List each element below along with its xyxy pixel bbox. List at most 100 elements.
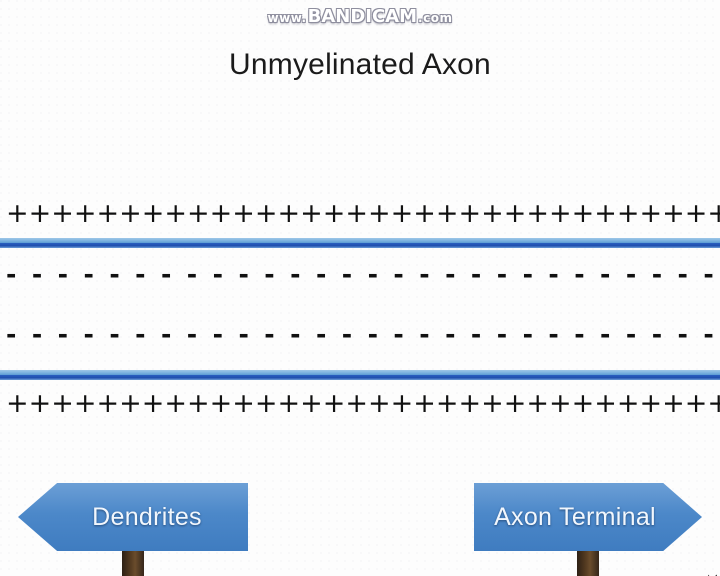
charge-symbol: - — [496, 260, 508, 289]
charge-symbol: - — [600, 320, 611, 349]
charge-symbol: + — [300, 388, 323, 419]
charge-symbol: + — [96, 198, 120, 229]
charge-symbol: - — [83, 260, 94, 289]
membrane-outer-layer — [0, 370, 720, 375]
sign-plate-wrap: Axon Terminal — [472, 481, 704, 553]
charge-symbol: + — [51, 198, 74, 229]
watermark-brand: BANDICAM — [307, 6, 418, 27]
charge-symbol: - — [238, 320, 249, 349]
membrane-inner-layer — [0, 243, 720, 248]
charge-symbol: - — [445, 320, 456, 349]
sign-axon-terminal: Axon Terminal — [472, 481, 704, 576]
charge-symbol: + — [345, 198, 368, 229]
charge-symbol: + — [526, 388, 549, 419]
charge-symbol: + — [481, 198, 504, 229]
charge-symbol: + — [209, 198, 233, 229]
charge-symbol: - — [393, 260, 404, 289]
charge-symbol: + — [232, 198, 255, 229]
charge-symbol: - — [419, 320, 430, 349]
charge-symbol: + — [481, 388, 504, 419]
charge-symbol: + — [616, 198, 640, 229]
charge-symbol: + — [594, 388, 617, 419]
charge-symbol: + — [187, 198, 210, 229]
charge-row-intracellular-negative-upper: ---------------------------- — [0, 262, 720, 287]
charge-symbol: + — [141, 198, 165, 229]
charge-symbol: + — [209, 388, 233, 419]
charge-symbol: + — [662, 198, 685, 229]
charge-symbol: + — [51, 388, 74, 419]
charge-symbol: + — [571, 388, 595, 419]
charge-symbol: + — [594, 198, 617, 229]
charge-symbol: - — [367, 260, 378, 289]
charge-symbol: + — [526, 198, 549, 229]
charge-symbol: - — [135, 260, 146, 289]
charge-symbol: + — [322, 198, 346, 229]
charge-symbol: + — [616, 388, 640, 419]
sign-plate-dendrites: Dendrites — [18, 483, 248, 551]
charge-symbol: - — [160, 260, 172, 289]
charge-symbol: + — [164, 198, 187, 229]
charge-symbol: - — [6, 260, 17, 289]
charge-symbol: + — [73, 388, 97, 419]
charge-symbol: - — [625, 320, 637, 349]
charge-symbol: + — [300, 198, 323, 229]
charge-symbol: - — [496, 320, 508, 349]
charge-symbol: - — [315, 260, 327, 289]
charge-symbol: + — [345, 388, 368, 419]
charge-symbol: + — [390, 198, 414, 229]
charge-symbol: - — [470, 260, 482, 289]
charge-symbol: + — [413, 388, 436, 419]
charge-symbol: - — [160, 320, 172, 349]
charge-symbol: + — [277, 198, 301, 229]
charge-symbol: - — [135, 320, 146, 349]
charge-symbol: - — [341, 320, 353, 349]
charge-symbol: - — [522, 320, 533, 349]
charge-symbol: + — [458, 388, 482, 419]
charge-row-extracellular-positive-bottom: +++++++++++++++++++++++++++++++++++ — [0, 390, 720, 417]
charge-symbol: - — [548, 260, 559, 289]
charge-symbol: + — [277, 388, 301, 419]
charge-symbol: + — [435, 198, 459, 229]
axon-membrane-top — [0, 238, 720, 249]
charge-symbol: + — [6, 388, 29, 419]
charge-symbol: - — [186, 320, 198, 349]
charge-symbol: - — [341, 260, 353, 289]
charge-symbol: + — [96, 388, 120, 419]
charge-symbol: - — [574, 320, 585, 349]
charge-symbol: - — [31, 260, 43, 289]
charge-symbol: + — [187, 388, 210, 419]
charge-symbol: - — [83, 320, 94, 349]
charge-symbol: - — [290, 260, 301, 289]
charge-symbol: - — [315, 320, 327, 349]
charge-symbol: + — [684, 198, 708, 229]
charge-symbol: + — [662, 388, 685, 419]
charge-symbol: + — [141, 388, 165, 419]
charge-symbol: + — [571, 198, 595, 229]
charge-symbol: - — [445, 260, 456, 289]
charge-symbol: + — [119, 388, 142, 419]
charge-symbol: - — [109, 320, 120, 349]
charge-symbol: + — [368, 388, 391, 419]
charge-symbol: - — [703, 320, 714, 349]
charge-symbol: + — [549, 198, 572, 229]
charge-symbol: + — [435, 388, 459, 419]
charge-symbol: - — [264, 260, 275, 289]
charge-symbol: + — [639, 388, 663, 419]
charge-symbol: + — [390, 388, 414, 419]
charge-symbol: - — [6, 320, 17, 349]
watermark-prefix: www. — [267, 11, 307, 25]
bandicam-watermark: www. BANDICAM .com — [268, 6, 453, 27]
charge-symbol: + — [232, 388, 255, 419]
charge-symbol: - — [703, 260, 714, 289]
membrane-outer-layer — [0, 238, 720, 243]
charge-row-extracellular-positive-top: +++++++++++++++++++++++++++++++++++ — [0, 200, 720, 227]
page-title: Unmyelinated Axon — [229, 48, 491, 81]
sign-label-dendrites: Dendrites — [92, 502, 202, 531]
charge-symbol: - — [264, 320, 275, 349]
membrane-inner-layer — [0, 375, 720, 380]
charge-symbol: + — [6, 198, 29, 229]
charge-row-intracellular-negative-lower: ---------------------------- — [0, 322, 720, 347]
charge-symbol: - — [625, 260, 637, 289]
charge-symbol: - — [31, 320, 43, 349]
